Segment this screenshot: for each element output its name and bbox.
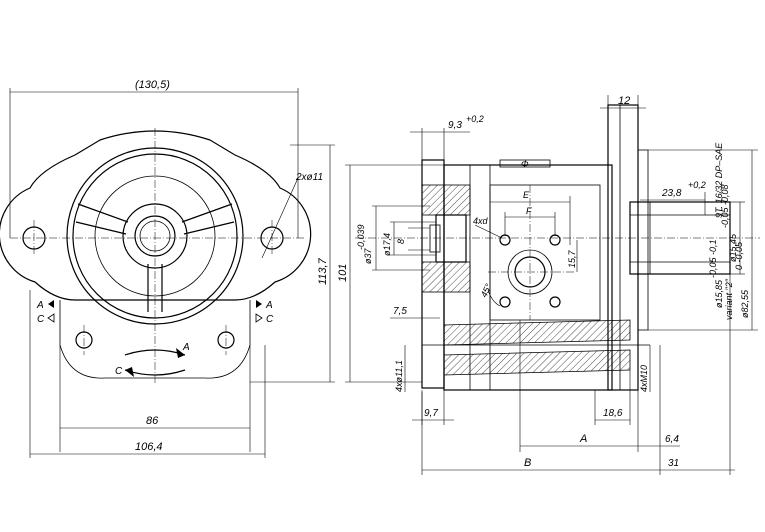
dim-overall-width: (130,5)	[135, 79, 170, 91]
dim-17-4: ø17,4	[382, 233, 392, 256]
dim-15-45: ø15,45	[728, 233, 738, 262]
tol-15-45: -0,05 -0,08	[720, 184, 730, 228]
dim-height-101: 101	[337, 264, 349, 282]
dim-8: 8	[396, 239, 406, 244]
side-a-label-left: A	[36, 300, 44, 311]
dim-82-55: ø82,55	[740, 289, 750, 318]
dim-6-4: 6,4	[665, 434, 679, 445]
dim-23-8: 23,8	[661, 188, 682, 199]
dim-9-3: 9,3	[448, 120, 462, 131]
tol-23-8: +0,2	[688, 180, 706, 190]
dim-7-5: 7,5	[393, 306, 407, 317]
rotation-a-label: A	[182, 342, 190, 353]
dim-flange-thickness: 12	[618, 95, 630, 107]
variant-2: variant "2"	[724, 278, 734, 320]
side-view: Φ 12 9,3 +0,2 101 ø37 -0,039 ø17,4	[337, 95, 760, 475]
tol-9-3: +0,2	[466, 114, 484, 124]
side-a-label-right: A	[265, 300, 273, 311]
side-c-label-right: C	[266, 314, 274, 325]
dim-port-spacing: 86	[146, 415, 159, 427]
phi-symbol: Φ	[521, 159, 529, 169]
side-c-label-left: C	[37, 314, 45, 325]
rotation-c-label: C	[115, 366, 123, 377]
tol-37: -0,039	[356, 224, 366, 250]
dim-b: B	[524, 457, 531, 469]
dim-a: A	[579, 433, 587, 445]
dim-9-7: 9,7	[424, 408, 438, 419]
dim-31: 31	[668, 458, 679, 469]
dim-e: E	[523, 190, 530, 200]
dim-15-85: ø15,85	[714, 279, 724, 308]
front-view: A C A C A C (130,5) 2xø11 113,7 86 106,4	[0, 79, 335, 458]
tol-15-85: -0,05 -0,1	[708, 239, 718, 278]
dim-11-1: 4xø11,1	[394, 360, 404, 392]
tol-82-55: 0 -0,05	[734, 241, 744, 270]
angle-45: 45°	[479, 282, 494, 299]
dim-height: 113,7	[317, 257, 329, 285]
thread-4xm10: 4xM10	[639, 365, 649, 392]
dim-18-6: 18,6	[603, 408, 623, 419]
dim-f: F	[526, 206, 532, 216]
dim-base-width: 106,4	[135, 441, 163, 453]
dim-15-7: 15,7	[567, 249, 577, 268]
dim-mounting-holes: 2xø11	[295, 172, 323, 183]
dim-37: ø37	[363, 247, 373, 264]
dim-4xd: 4xd	[473, 216, 489, 226]
spline-spec: 9T. 16/32 DP–SAE	[714, 142, 724, 218]
